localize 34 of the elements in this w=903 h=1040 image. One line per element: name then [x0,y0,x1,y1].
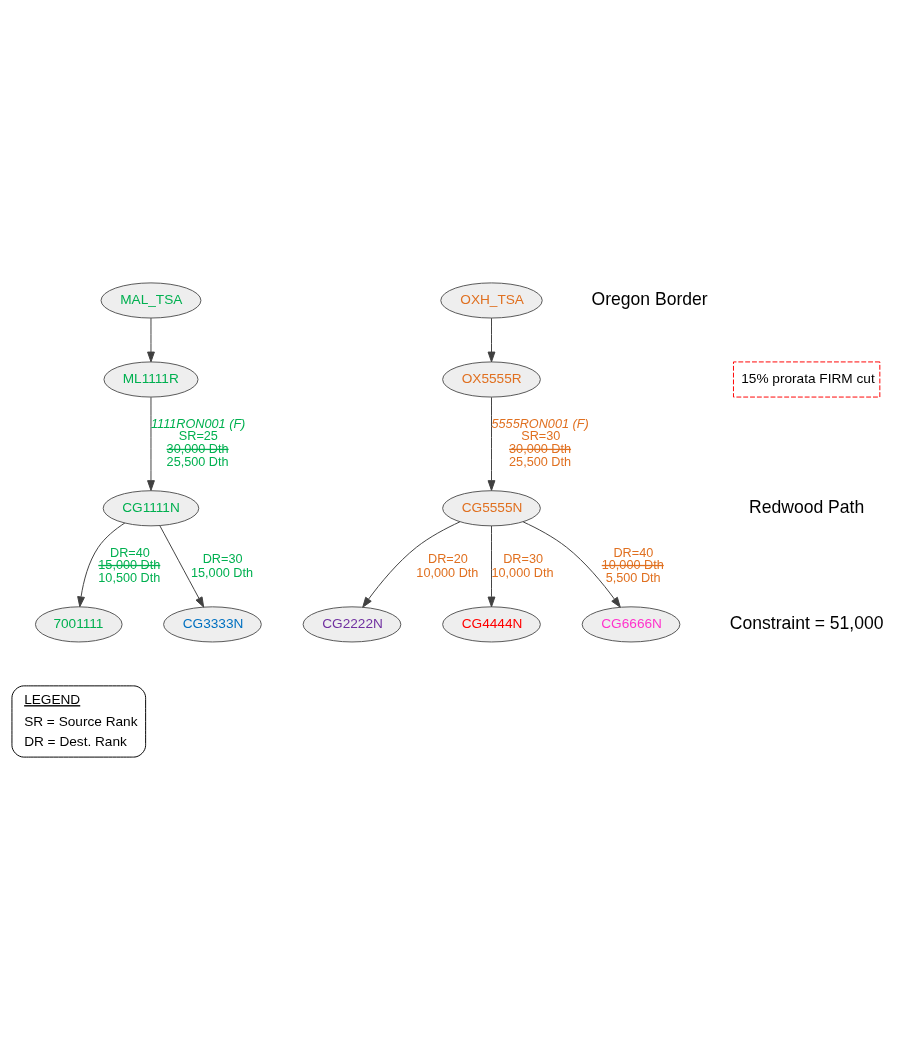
legend-label: SR = Source Rank [24,713,138,729]
arrow [159,525,205,608]
label: Redwood Path [749,496,865,517]
node-box: 15% prorata FIRM cut [733,361,881,398]
edge-label: DR=20 10,000 Dth [416,551,479,580]
edge-label: DR=40 10,000 Dth 5,500 Dth [601,545,664,585]
arrow [147,396,155,491]
label: Constraint = 51,000 [729,612,884,633]
arrow [77,522,126,608]
label: LEGEND [24,692,81,708]
node-ellipse: CG1111N [102,490,200,527]
legend-label: DR = Dest. Rank [24,734,127,750]
node-ellipse: ML1111R [103,361,199,398]
node-ellipse: OXH_TSA [440,282,543,319]
node-ellipse: OX5555R [442,361,541,398]
node-ellipse: CG4444N [442,606,541,643]
node-ellipse: CG2222N [302,606,402,643]
arrow [362,521,461,608]
arrow [487,317,496,363]
node-ellipse: CG5555N [442,490,541,527]
edge-label: DR=30 15,000 Dth [190,551,253,580]
edge-label: 5555RON001 (F) SR=30 30,000 Dth 25,500 Dth [491,416,589,469]
edge-label: DR=40 15,000 Dth 10,500 Dth [98,545,161,585]
node-ellipse: CG6666N [581,606,681,643]
arrow [487,525,496,608]
arrow [522,521,621,608]
node-ellipse: CG3333N [163,606,262,643]
edge-label: DR=30 10,000 Dth [491,551,554,580]
label: Oregon Border [591,288,708,309]
arrow [147,317,155,363]
arrow [487,396,496,491]
node-ellipse: MAL_TSA [100,282,202,319]
node-ellipse: 7001111 [35,606,123,643]
edge-label: 1111RON001 (F) SR=25 30,000 Dth 25,500 Dth [150,416,246,469]
